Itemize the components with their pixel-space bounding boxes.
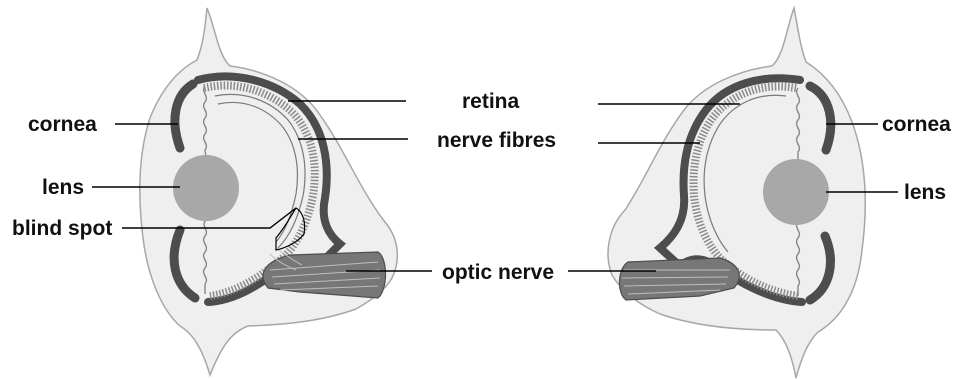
- left-eye: [140, 8, 397, 375]
- label-right-lens: lens: [904, 181, 946, 204]
- label-nerve-fibres: nerve fibres: [437, 129, 556, 152]
- left-lens: [173, 155, 239, 221]
- label-right-cornea: cornea: [882, 113, 951, 136]
- label-blind-spot: blind spot: [12, 217, 112, 240]
- label-retina: retina: [462, 90, 520, 113]
- label-optic-nerve: optic nerve: [442, 261, 554, 284]
- label-left-cornea: cornea: [28, 113, 97, 136]
- label-left-lens: lens: [42, 176, 84, 199]
- right-lens: [763, 159, 829, 225]
- right-eye: [608, 8, 865, 378]
